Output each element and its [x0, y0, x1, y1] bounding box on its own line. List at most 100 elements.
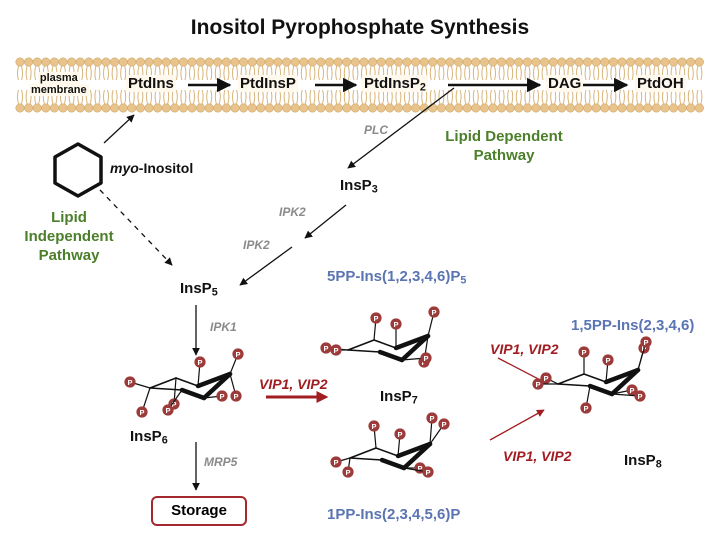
- phosphate-group: [580, 402, 592, 414]
- lipid-tail: [120, 65, 127, 81]
- lipid-tail: [335, 65, 342, 81]
- phosphate-label: P: [333, 346, 338, 355]
- lipid-tail: [619, 89, 625, 105]
- lipid-tail: [601, 89, 608, 105]
- phosphate-group: [438, 418, 450, 430]
- lipid-head-outer: [247, 57, 257, 67]
- lipid-head-outer: [316, 57, 326, 67]
- lipid-head-outer: [153, 57, 163, 67]
- lipid-head-inner: [153, 103, 163, 113]
- phosphate-group: [578, 346, 590, 358]
- lipid-tail: [472, 65, 479, 81]
- lipid-head-outer: [49, 57, 59, 67]
- phosphate-label: P: [581, 348, 586, 357]
- lipid-head-outer: [256, 57, 266, 67]
- lipid-head-outer: [110, 57, 120, 67]
- lipid-head-inner: [608, 103, 618, 113]
- lipid-tail: [610, 65, 617, 81]
- lipid-dependent-line1: Lipid Dependent: [445, 128, 563, 145]
- lipid-tail: [300, 89, 307, 105]
- lipid-tail: [17, 65, 23, 81]
- lipid-head-outer: [608, 57, 618, 67]
- lipid-head-inner: [514, 103, 524, 113]
- lipid-head-outer: [127, 57, 137, 67]
- ring-bond: [347, 339, 375, 351]
- lipid-ptdins: PtdIns: [126, 75, 176, 92]
- lipid-ptdinsp-text: PtdInsP: [238, 75, 298, 92]
- phosphate-group: [342, 466, 354, 478]
- lipid-tail: [627, 89, 634, 105]
- enzyme-mrp5: MRP5: [204, 455, 238, 469]
- myo-prefix: myo: [110, 160, 139, 176]
- lipid-tail: [206, 65, 213, 81]
- lipid-head-outer: [239, 57, 249, 67]
- phosphate-label: P: [605, 356, 610, 365]
- lipid-tail: [309, 89, 316, 105]
- lipid-tail: [498, 65, 505, 81]
- lipid-head-inner: [49, 103, 59, 113]
- insp6-text: InsP: [130, 428, 162, 445]
- lipid-head-inner: [161, 103, 171, 113]
- lipid-tail: [180, 65, 187, 81]
- lipid-tail: [94, 89, 101, 105]
- phosphate-group: [422, 466, 434, 478]
- membrane-label-line1: plasma: [37, 72, 80, 84]
- lipid-tail: [455, 89, 462, 105]
- lipid-head-outer: [505, 57, 515, 67]
- phosphate-label: P: [323, 344, 328, 353]
- lipid-tail: [25, 65, 32, 81]
- lipid-head-outer: [368, 57, 378, 67]
- ring-bond: [401, 441, 433, 471]
- lipid-head-inner: [479, 103, 489, 113]
- lipid-tail: [318, 89, 324, 105]
- lipid-head-inner: [196, 103, 206, 113]
- lipid-tail: [515, 89, 522, 105]
- lipid-head-outer: [282, 57, 292, 67]
- lipid-head-inner: [694, 103, 704, 113]
- lipid-tail: [103, 89, 109, 105]
- lipid-head-inner: [350, 103, 360, 113]
- lipid-head-outer: [419, 57, 429, 67]
- lipid-head-inner: [187, 103, 197, 113]
- lipid-tail: [438, 89, 445, 105]
- lipid-head-outer: [583, 57, 593, 67]
- phosphate-label: P: [397, 430, 402, 439]
- lipid-tail: [533, 65, 539, 81]
- lipid-tail: [283, 89, 290, 105]
- insp7-subscript: 7: [411, 394, 418, 407]
- phosphate-group: [368, 420, 380, 432]
- lipid-tail: [447, 65, 453, 81]
- lipid-head-outer: [307, 57, 317, 67]
- insp5-text: InsP: [180, 280, 212, 297]
- insp5-label: InsP5: [180, 280, 218, 299]
- lipid-head-outer: [548, 57, 558, 67]
- lipid-head-inner: [471, 103, 481, 113]
- lipid-heads: [15, 57, 704, 113]
- vip-kinase-center-label: VIP1, VIP2: [259, 376, 328, 392]
- lipid-head-outer: [170, 57, 180, 67]
- phosphate-group: [136, 406, 148, 418]
- lipid-head-inner: [376, 103, 386, 113]
- lipid-head-inner: [135, 103, 145, 113]
- lipid-head-inner: [428, 103, 438, 113]
- insp6-label: InsP6: [130, 428, 168, 446]
- enzyme-plc: PLC: [364, 123, 388, 137]
- lipid-head-outer: [694, 57, 704, 67]
- lipid-tail: [343, 89, 350, 105]
- arrow-ptdinsp2-to-insp3: [347, 87, 455, 169]
- insp5-subscript: 5: [211, 286, 218, 299]
- phosphate-label: P: [345, 468, 350, 477]
- lipid-tail: [584, 89, 591, 105]
- lipid-head-outer: [290, 57, 300, 67]
- lipid-independent-line2: Independent: [24, 228, 114, 245]
- lipid-head-outer: [454, 57, 464, 67]
- phosphate-group: [330, 456, 342, 468]
- ring-bond: [609, 367, 641, 397]
- lipid-head-inner: [15, 103, 25, 113]
- ring-bond: [149, 387, 183, 391]
- lipid-ptdoh-text: PtdOH: [635, 75, 686, 92]
- lipid-head-inner: [101, 103, 111, 113]
